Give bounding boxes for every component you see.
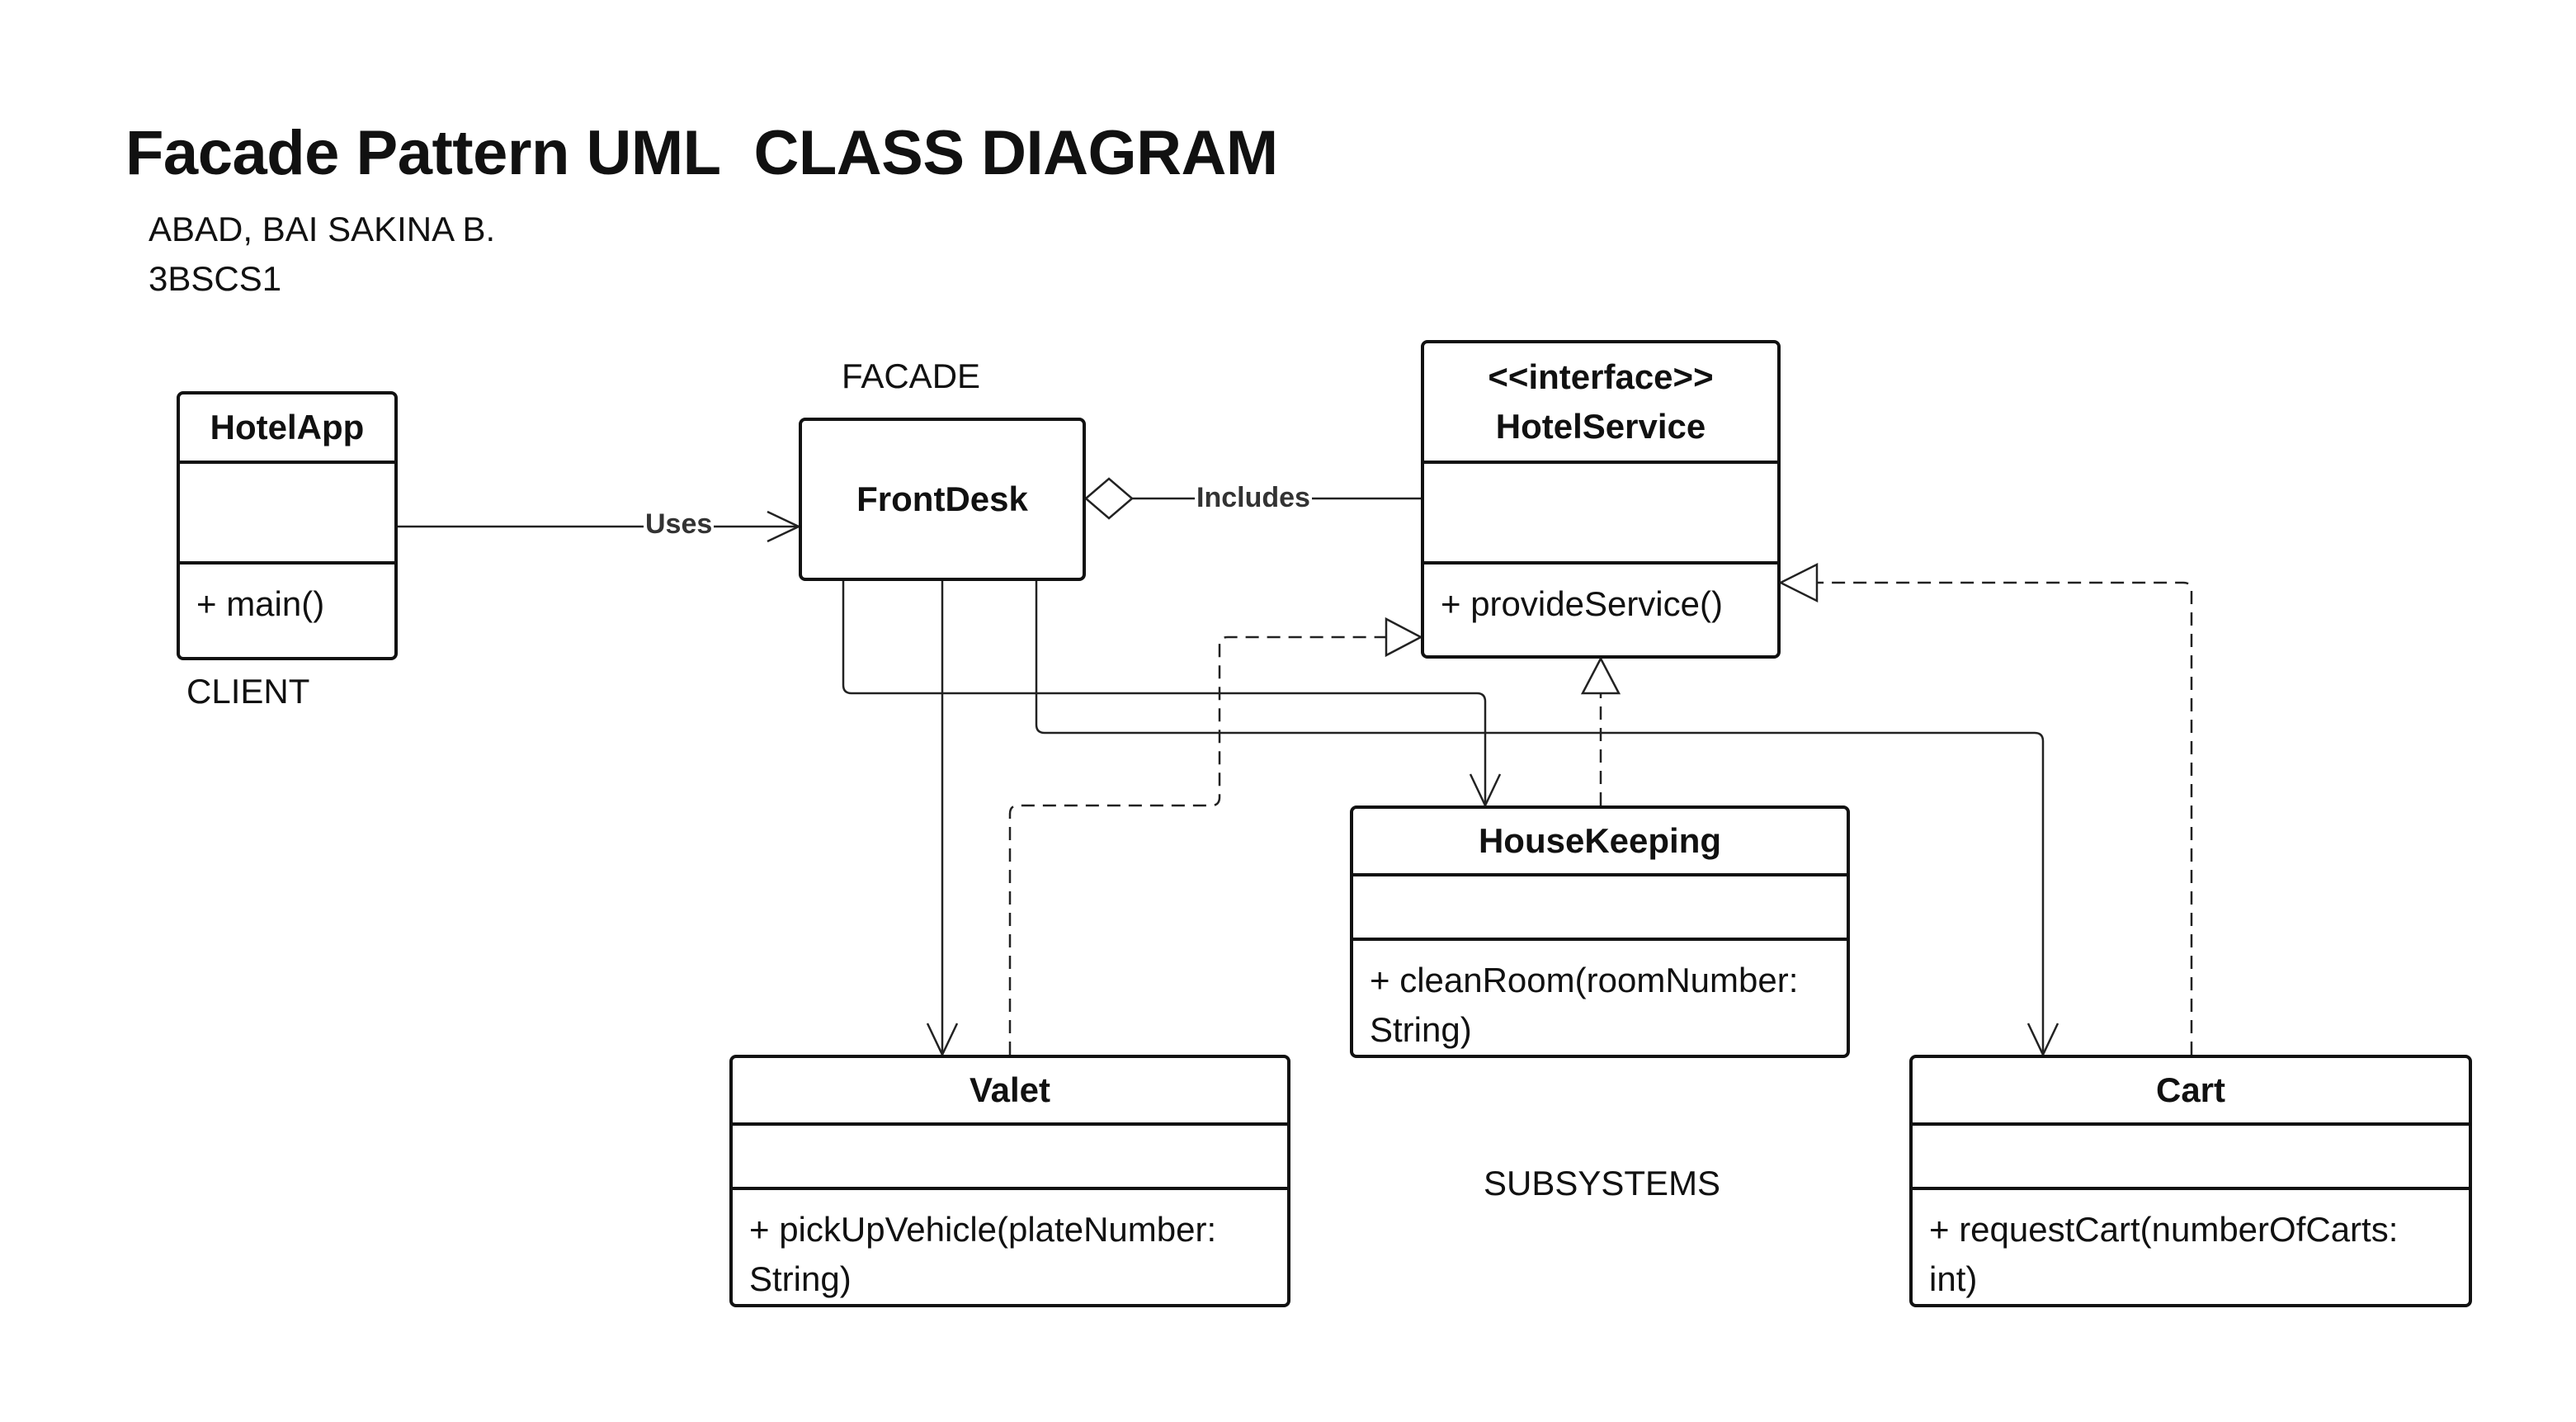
class-frontdesk[interactable]: FrontDesk xyxy=(799,418,1086,581)
operation: + provideService() xyxy=(1441,584,1723,623)
attributes-compartment xyxy=(1424,461,1777,561)
operation-line: + cleanRoom(roomNumber: xyxy=(1370,961,1799,999)
operations-compartment: + pickUpVehicle(plateNumber: String) xyxy=(733,1187,1287,1304)
interface-hotelservice[interactable]: <<interface>> HotelService + provideServ… xyxy=(1421,340,1781,659)
class-housekeeping[interactable]: HouseKeeping + cleanRoom(roomNumber: Str… xyxy=(1350,805,1850,1058)
operation-line: String) xyxy=(1370,1010,1472,1049)
frontdesk-cart-edge xyxy=(1035,581,2045,1055)
class-name: Cart xyxy=(2155,1070,2226,1109)
author-name: ABAD, BAI SAKINA B. xyxy=(149,210,496,248)
client-label: CLIENT xyxy=(186,672,310,711)
attributes-compartment xyxy=(1913,1122,2469,1187)
subsystems-label: SUBSYSTEMS xyxy=(1484,1164,1721,1202)
class-cart[interactable]: Cart + requestCart(numberOfCarts: int) xyxy=(1909,1055,2472,1307)
facade-label: FACADE xyxy=(842,357,981,395)
frontdesk-housekeeping-edge xyxy=(842,581,1487,805)
operations-compartment: + main() xyxy=(180,561,394,629)
operation-line: + requestCart(numberOfCarts: xyxy=(1929,1210,2399,1249)
operations-compartment: + cleanRoom(roomNumber: String) xyxy=(1353,938,1847,1055)
valet-realization-edge xyxy=(1008,635,1386,1055)
class-name-block: <<interface>> HotelService xyxy=(1424,343,1777,461)
stereotype: <<interface>> xyxy=(1488,357,1714,396)
uses-label: Uses xyxy=(644,508,715,541)
aggregation-diamond xyxy=(1084,477,1134,520)
housekeeping-realization-triangle xyxy=(1580,656,1621,695)
operations-compartment: + provideService() xyxy=(1424,561,1777,629)
attributes-compartment xyxy=(180,461,394,561)
section-label: 3BSCS1 xyxy=(149,259,282,298)
attributes-compartment xyxy=(733,1122,1287,1187)
class-hotelapp[interactable]: HotelApp + main() xyxy=(177,391,398,660)
cart-realization-triangle xyxy=(1778,562,1819,603)
operation-line: String) xyxy=(749,1259,852,1298)
class-name: HouseKeeping xyxy=(1478,820,1722,860)
operations-compartment: + requestCart(numberOfCarts: int) xyxy=(1913,1187,2469,1304)
diagram-title: Facade Pattern UML CLASS DIAGRAM xyxy=(125,118,1278,188)
attributes-compartment xyxy=(1353,872,1847,938)
class-valet[interactable]: Valet + pickUpVehicle(plateNumber: Strin… xyxy=(729,1055,1290,1307)
class-name: FrontDesk xyxy=(856,480,1028,518)
operation-line: + pickUpVehicle(plateNumber: xyxy=(749,1210,1217,1249)
cart-realization-edge xyxy=(1817,581,2193,1055)
operation-line: int) xyxy=(1929,1259,1978,1298)
class-name: HotelService xyxy=(1495,407,1706,446)
valet-realization-triangle xyxy=(1385,617,1423,658)
includes-label: Includes xyxy=(1195,482,1312,514)
class-name: HotelApp xyxy=(210,408,365,446)
operation: + main() xyxy=(196,584,325,623)
class-name: Valet xyxy=(969,1070,1051,1109)
